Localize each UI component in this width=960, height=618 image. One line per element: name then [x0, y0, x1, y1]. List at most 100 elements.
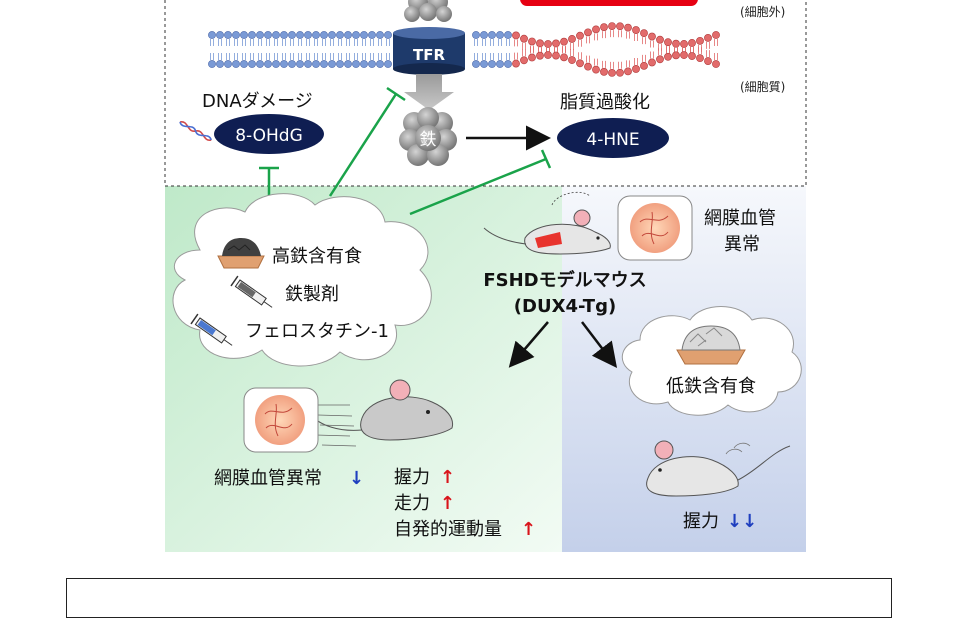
lipid-head — [648, 58, 656, 67]
lipid-tail — [474, 39, 478, 46]
fshd-mouse-label: FSHDモデルマウス — [483, 269, 646, 291]
lipid-head — [568, 56, 576, 64]
lipid-head — [512, 31, 520, 40]
lipid-head — [584, 62, 592, 71]
lipid-head — [576, 59, 584, 68]
lipid-head — [560, 53, 568, 62]
lipid-tail — [242, 53, 246, 60]
lipid-head — [656, 35, 664, 44]
lipid-head — [384, 31, 392, 39]
lipid-head — [672, 39, 680, 48]
lipid-head — [584, 28, 592, 37]
outcome-retinal-vascular: 網膜血管異常 — [214, 468, 322, 489]
retinal-vascular-top-line1: 網膜血管 — [704, 208, 776, 229]
lipid-tail — [554, 44, 558, 52]
lipid-head — [544, 51, 552, 59]
lipid-tail — [530, 45, 534, 53]
treatment-iron-supplement: 鉄製剤 — [285, 284, 339, 305]
lipid-head — [296, 60, 304, 68]
lipid-head — [472, 60, 480, 68]
lipid-tail — [354, 53, 358, 60]
lipid-tail — [570, 42, 574, 50]
lipid-head — [616, 68, 624, 77]
branch-arrow-right — [581, 321, 618, 368]
lipid-tail — [522, 49, 526, 57]
lipid-head — [600, 23, 608, 32]
lipid-tail — [698, 44, 702, 52]
lipid-tail — [346, 39, 350, 46]
lipid-head — [376, 31, 384, 39]
lipid-tail — [330, 53, 334, 60]
lipid-tail — [354, 39, 358, 46]
lipid-tail — [290, 39, 294, 46]
lipid-head — [344, 60, 352, 68]
lipid-head — [504, 60, 512, 68]
lipid-head — [272, 60, 280, 68]
lipid-head — [224, 60, 232, 68]
lipid-tail — [522, 42, 526, 50]
tfr-receptor — [393, 27, 465, 75]
lipid-head — [696, 54, 704, 63]
lipid-head — [296, 31, 304, 39]
low-iron-diet-label: 低鉄含有食 — [666, 376, 756, 397]
lipid-tail — [322, 39, 326, 46]
lipid-head — [552, 39, 560, 48]
lipid-head — [256, 60, 264, 68]
lipid-tail — [490, 39, 494, 46]
marker-4hne — [557, 118, 669, 158]
lipid-tail — [362, 39, 366, 46]
lipid-tail — [250, 53, 254, 60]
outcome-grip-arrow: ↑ — [440, 467, 455, 488]
lipid-head — [624, 67, 632, 76]
lipid-head — [320, 31, 328, 39]
fshd-mouse-icon — [483, 192, 611, 255]
retina-normal-icon — [255, 395, 305, 445]
lipid-tail — [610, 61, 614, 69]
lipid-head — [600, 67, 608, 76]
lipid-tail — [242, 39, 246, 46]
lipid-tail — [642, 37, 646, 45]
lipid-head — [360, 31, 368, 39]
lipid-head — [240, 31, 248, 39]
lipid-tail — [266, 53, 270, 60]
lipid-head — [472, 31, 480, 39]
outcome-low-iron-grip: 握力 — [683, 511, 719, 532]
dna-damage-label: DNAダメージ — [202, 91, 313, 112]
lipid-head — [496, 60, 504, 68]
lipid-head — [608, 22, 616, 30]
lipid-tail — [602, 60, 606, 68]
lipid-head — [376, 60, 384, 68]
caption-box — [66, 578, 892, 618]
lipid-tail — [570, 49, 574, 57]
lipid-tail — [482, 39, 486, 46]
lipid-tail — [594, 33, 598, 41]
lipid-tail — [378, 39, 382, 46]
lipid-head — [528, 53, 536, 62]
lipid-tail — [218, 39, 222, 46]
lipid-tail — [538, 44, 542, 52]
diagram-canvas: TFR (細胞外) (細胞質) DNAダメージ 8-OHdG 鉄 脂質過酸化 4… — [164, 0, 807, 552]
lipid-tail — [290, 53, 294, 60]
lipid-tail — [642, 54, 646, 62]
lipid-tail — [610, 30, 614, 38]
lipid-tail — [666, 46, 670, 54]
lipid-tail — [658, 48, 662, 56]
lipid-head — [552, 51, 560, 60]
lipid-tail — [650, 40, 654, 48]
lipid-head — [352, 31, 360, 39]
low-iron-food-icon — [676, 325, 746, 365]
lipid-tail — [626, 60, 630, 68]
lipid-head — [640, 29, 648, 38]
lipid-head — [480, 60, 488, 68]
lipid-head — [216, 31, 224, 39]
lipid-tail — [218, 53, 222, 60]
lipid-tail — [714, 39, 718, 46]
lipid-tail — [234, 53, 238, 60]
lipid-head — [704, 57, 712, 65]
figure: TFR (細胞外) (細胞質) DNAダメージ 8-OHdG 鉄 脂質過酸化 4… — [66, 0, 892, 618]
lipid-head — [528, 37, 536, 46]
lipid-head — [336, 60, 344, 68]
lipid-head — [304, 31, 312, 39]
lipid-head — [712, 31, 720, 39]
dna-helix-icon — [179, 121, 212, 141]
